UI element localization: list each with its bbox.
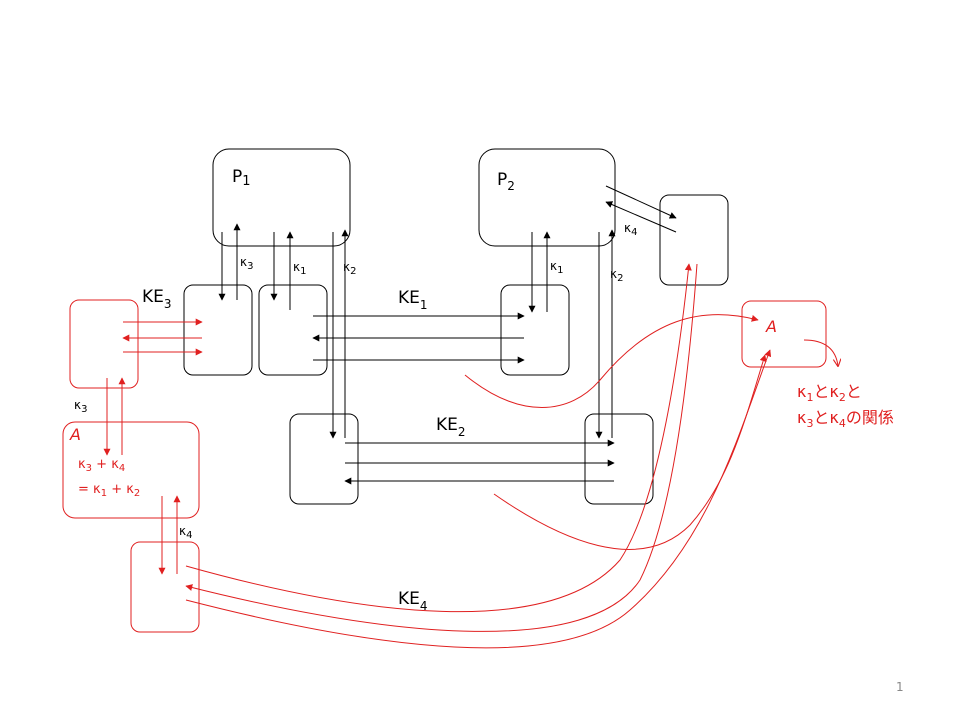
- ke2-right-box: [584, 413, 654, 505]
- ke3-external-box: [69, 299, 139, 389]
- ke1-right-box: [500, 284, 570, 376]
- p2-label: P2: [497, 170, 515, 193]
- ke1-left-box: [258, 284, 328, 376]
- ke3-label: KE3: [142, 287, 172, 311]
- relation-box-left: [62, 421, 200, 519]
- relation-left-title: A: [69, 425, 81, 444]
- p2-k4-arrow-out: [605, 185, 677, 219]
- p2-k2-label: κ2: [610, 267, 623, 284]
- ke4-label: KE4: [398, 589, 428, 613]
- p2-k1-label: κ1: [550, 259, 563, 276]
- p2-k4-arrow-in: [605, 201, 677, 233]
- ke4-curve-3: [185, 349, 772, 649]
- ke4-external-box: [130, 541, 200, 633]
- relation-box-right: [741, 300, 827, 368]
- ke1-label: KE1: [398, 288, 428, 312]
- relation-right-line1: κ1とκ2と: [797, 382, 862, 404]
- relation-right-line2: κ3とκ4の関係: [797, 408, 894, 430]
- relation-right-title: A: [765, 317, 777, 336]
- left-k4-label: κ4: [179, 524, 192, 541]
- ke4-curve-1: [185, 263, 692, 613]
- ke4-curve-2: [185, 263, 698, 632]
- p1-k2-label: κ2: [343, 260, 356, 277]
- left-k3-label: κ3: [74, 398, 87, 415]
- p1-k3-label: κ3: [240, 255, 253, 272]
- p2-k4-label: κ4: [624, 221, 637, 238]
- ke4-top-box: [659, 194, 729, 286]
- p1-box: [212, 148, 351, 247]
- ke3-box: [183, 284, 253, 376]
- p1-k1-label: κ1: [293, 260, 306, 277]
- relation-left-line1: κ3 + κ4: [78, 457, 125, 474]
- p2-box: [478, 148, 616, 247]
- relation-output-arrow: [803, 339, 838, 366]
- ke2-left-box: [289, 413, 359, 505]
- ke2-relation-curve: [493, 354, 767, 550]
- ke2-label: KE2: [436, 415, 466, 439]
- relation-left-line2: = κ1 + κ2: [78, 482, 140, 499]
- page-number: 1: [896, 680, 904, 694]
- ke1-relation-curve: [464, 314, 759, 408]
- p1-label: P1: [232, 167, 251, 189]
